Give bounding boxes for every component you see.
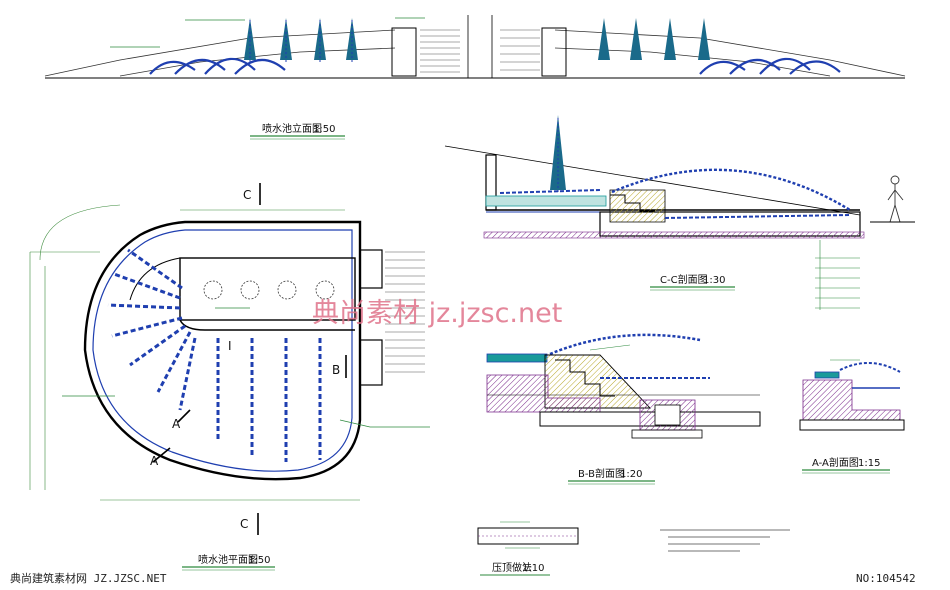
section-mark-i: I [228,339,232,353]
fountain-plan [29,183,430,535]
section-cc [444,115,915,310]
general-notes [660,529,790,552]
coping-scale: 1:10 [522,563,544,574]
section-mark-c-bottom: C [240,517,248,531]
section-cc-title-text: C-C剖面图 [660,273,708,286]
fountain-elevation [44,15,906,79]
section-aa-scale: 1:15 [858,458,880,469]
coping-detail [477,521,579,549]
section-mark-a-lower: A [150,454,159,468]
plan-section-marks: C C B A A I [150,188,340,531]
section-bb [486,333,761,439]
section-bb-scale: 1:20 [620,469,642,480]
section-cc-scale: 1:30 [703,275,725,286]
footer-number: NO:104542 [856,572,916,585]
section-bb-title: B-B剖面图 1:20 [568,467,655,485]
section-aa-title-text: A-A剖面图 [812,456,859,469]
footer-site: 典尚建筑素材网 JZ.JZSC.NET [10,571,167,585]
section-bb-title-text: B-B剖面图 [578,467,625,480]
section-aa-title: A-A剖面图 1:15 [802,456,890,474]
coping-title-text: 压顶做法 [492,561,532,574]
watermark: 典尚素材 jz.jzsc.net [312,298,562,329]
plan-scale: 1:50 [248,555,270,566]
section-mark-b: B [332,363,340,377]
coping-detail-title: 压顶做法 1:10 [480,561,550,576]
plan-title-text: 喷水池平面图 [198,553,258,566]
section-cc-title: C-C剖面图 1:30 [650,273,735,291]
elevation-title: 喷水池立面图 1:50 [250,122,345,140]
plan-title: 喷水池平面图 1:50 [182,553,275,571]
elevation-title-text: 喷水池立面图 [262,122,322,135]
section-mark-a-upper: A [172,417,181,431]
section-aa [799,359,905,431]
elevation-scale: 1:50 [313,124,335,135]
section-mark-c-top: C [243,188,251,202]
